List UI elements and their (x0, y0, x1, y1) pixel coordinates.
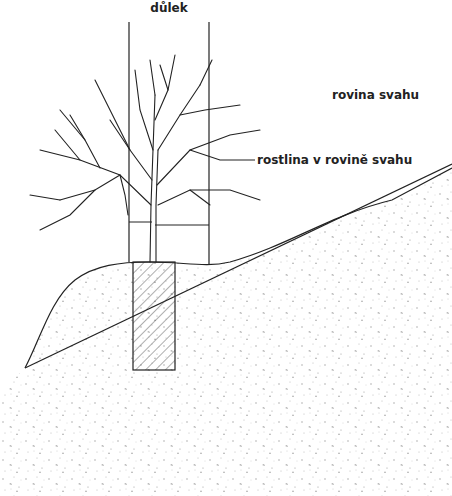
tie (155, 225, 209, 226)
tree (30, 55, 260, 262)
stake (128, 22, 129, 262)
plant-in-slope-label: rostlina v rovině svahu (255, 153, 414, 167)
tie (129, 222, 152, 223)
slope-plane-line (25, 164, 452, 368)
stake-pit-label: důlek (148, 1, 189, 15)
soil (0, 168, 452, 496)
root-ball (133, 262, 175, 370)
slope-plane-label: rovina svahu (330, 88, 421, 102)
